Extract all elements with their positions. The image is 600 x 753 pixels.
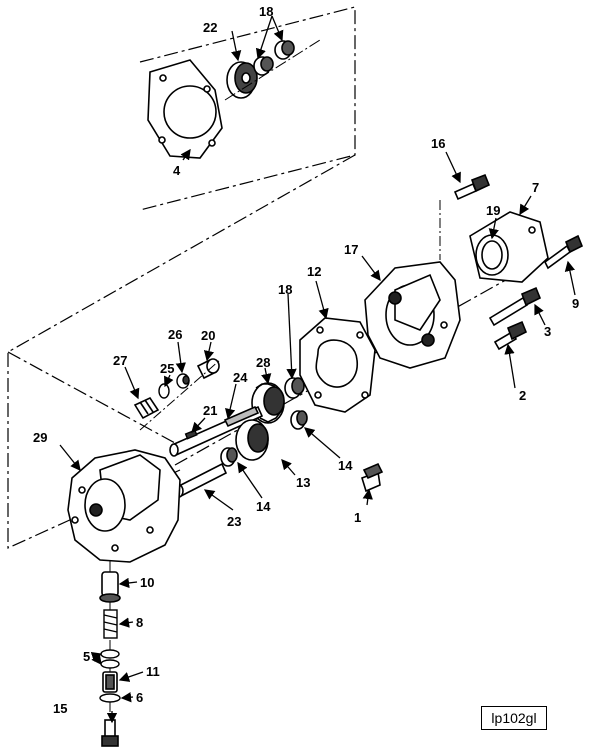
washer-part-6 xyxy=(99,693,121,703)
gasket-part-4 xyxy=(147,59,223,159)
callout-29: 29 xyxy=(33,430,47,445)
washers-part-5 xyxy=(100,649,120,669)
cap-part-20 xyxy=(196,358,220,380)
callout-22: 22 xyxy=(203,20,217,35)
plug-part-27 xyxy=(133,396,160,420)
shaft-part-23 xyxy=(174,462,228,498)
callout-13: 13 xyxy=(296,475,310,490)
callout-8: 8 xyxy=(136,615,143,630)
figure-reference-id: lp102gl xyxy=(481,706,547,730)
gear-part-22 xyxy=(226,61,258,99)
callout-21: 21 xyxy=(203,403,217,418)
washer-part-25 xyxy=(158,383,170,399)
reference-plane-main xyxy=(7,154,521,549)
callout-15: 15 xyxy=(53,701,67,716)
callout-14-lower: 14 xyxy=(256,499,271,514)
pump-body-part-17 xyxy=(364,261,461,369)
callout-2: 2 xyxy=(519,388,526,403)
plug-part-1 xyxy=(361,462,384,493)
callout-20: 20 xyxy=(201,328,215,343)
callout-19: 19 xyxy=(486,203,500,218)
callout-6: 6 xyxy=(136,690,143,705)
valve-part-11 xyxy=(102,671,118,693)
reference-plane-top xyxy=(139,6,356,211)
callout-1: 1 xyxy=(354,510,361,525)
bearing-part-18-mid xyxy=(284,377,305,399)
callout-5: 5 xyxy=(83,649,90,664)
cap-part-10 xyxy=(99,571,121,603)
callout-17: 17 xyxy=(344,242,358,257)
callout-18-top: 18 xyxy=(259,4,273,19)
callout-14-upper: 14 xyxy=(338,458,353,473)
callout-7: 7 xyxy=(532,180,539,195)
plug-part-15 xyxy=(101,719,119,747)
callout-12: 12 xyxy=(307,264,321,279)
gasket-part-12 xyxy=(299,317,376,413)
bolt-part-2 xyxy=(493,320,528,351)
callout-26: 26 xyxy=(168,327,182,342)
leader-lines xyxy=(59,15,576,724)
callout-4: 4 xyxy=(173,163,181,178)
pump-housing-part-29 xyxy=(67,449,181,563)
callout-27: 27 xyxy=(113,353,127,368)
callout-24: 24 xyxy=(233,370,248,385)
bolt-part-3 xyxy=(488,286,542,327)
gasket-part-19 xyxy=(475,234,509,276)
callout-16: 16 xyxy=(431,136,445,151)
callout-23: 23 xyxy=(227,514,241,529)
callout-3: 3 xyxy=(544,324,551,339)
callout-11: 11 xyxy=(146,664,160,679)
bearings-part-18-top xyxy=(253,40,295,76)
bolt-part-16 xyxy=(453,173,491,201)
spring-part-26 xyxy=(176,373,190,389)
callout-10: 10 xyxy=(140,575,154,590)
spring-part-8 xyxy=(103,609,118,639)
callout-25: 25 xyxy=(160,361,174,376)
gear-part-13 xyxy=(235,419,269,461)
callout-9: 9 xyxy=(572,296,579,311)
bolt-part-9 xyxy=(543,234,584,270)
callout-28: 28 xyxy=(256,355,270,370)
callout-18-mid: 18 xyxy=(278,282,292,297)
bearings-part-14 xyxy=(220,410,308,467)
shaft-part-24 xyxy=(169,405,264,457)
